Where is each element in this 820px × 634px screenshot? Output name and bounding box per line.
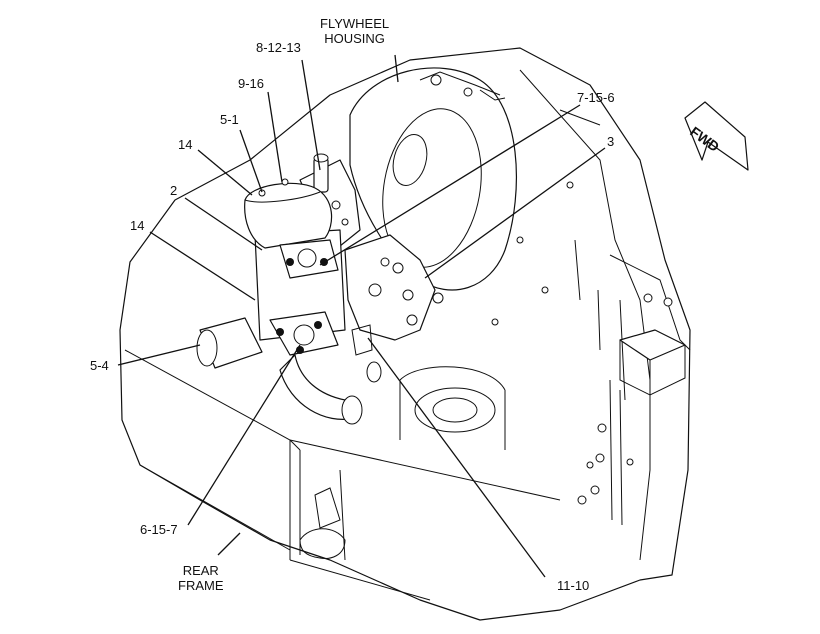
callout-6-15-7: 6-15-7 — [140, 522, 178, 537]
leader-lines — [117, 54, 606, 578]
callout-5-4: 5-4 — [90, 358, 109, 373]
callout-11-10: 11-10 — [557, 578, 590, 593]
callout-14-mid: 14 — [130, 218, 145, 233]
callout-3: 3 — [607, 134, 615, 149]
callout-7-15-6: 7-15-6 — [577, 90, 615, 105]
callout-8-12-13: 8-12-13 — [256, 40, 301, 55]
callout-2: 2 — [170, 183, 178, 198]
flywheel-housing-label: FLYWHEEL HOUSING — [320, 16, 390, 46]
fwd-arrow-icon — [684, 101, 749, 171]
pump-top-cap — [244, 182, 333, 249]
rear-frame-label: REAR FRAME — [178, 563, 224, 593]
mounting-bracket — [344, 234, 436, 341]
callout-5-1: 5-1 — [220, 112, 239, 127]
callout-14-top: 14 — [178, 137, 193, 152]
callout-9-16: 9-16 — [238, 76, 265, 91]
